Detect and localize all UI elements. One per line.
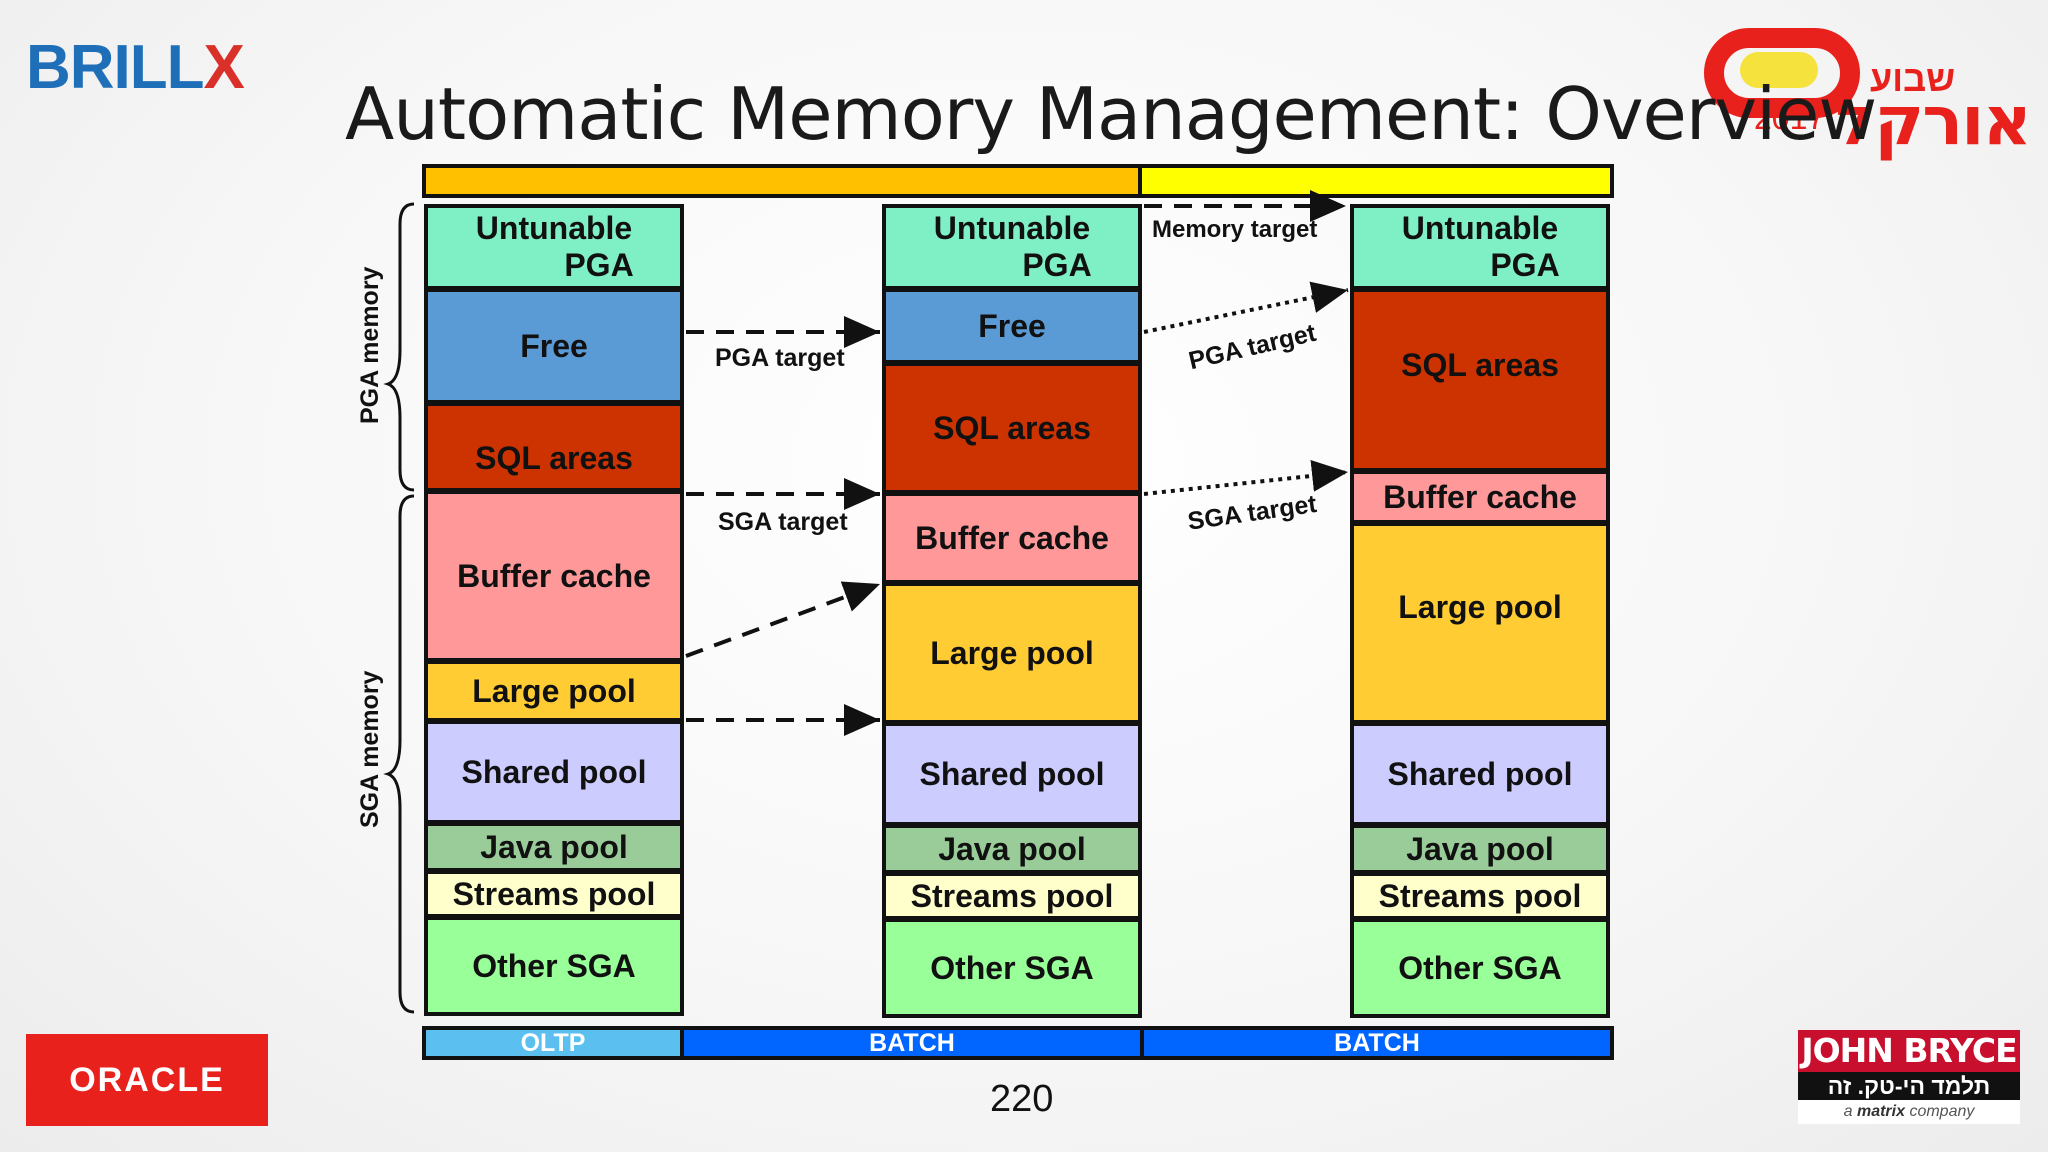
col2-other-sga: Other SGA [882,918,1142,1018]
brillix-logo: BRILLX [26,32,245,103]
col1-other-sga: Other SGA [424,916,684,1016]
john-bryce-logo: JOHN BRYCE תלמד הי-טק. זה עובד! a matrix… [1798,1030,2020,1127]
pga-target-label: PGA target [715,344,845,372]
pga-target-arrow-2 [1143,281,1349,334]
memory-braces [383,202,415,1014]
col3-other-sga: Other SGA [1350,918,1610,1018]
col1-java-pool: Java pool [424,822,684,872]
col2-shared-pool: Shared pool [882,722,1142,826]
sga-target-arrow-2 [1143,459,1349,496]
sga-brace [383,494,415,1014]
col1-free: Free [424,288,684,404]
col3-buffer-cache: Buffer cache [1350,470,1610,524]
slide-title: Automatic Memory Management: Overview [345,72,1877,156]
brillix-logo-text: BRILL [26,33,205,102]
workload-batch-1: BATCH [680,1026,1144,1060]
workload-batch-2: BATCH [1140,1026,1614,1060]
col2-buffer-cache: Buffer cache [882,492,1142,584]
top-bar-right [1138,164,1614,198]
top-bar-left [422,164,1142,198]
col3-shared-pool: Shared pool [1350,722,1610,826]
large-pool-arrow [685,581,881,658]
john-bryce-sub: a matrix company [1843,1103,1975,1120]
conference-year: 2017 [1754,100,1826,136]
workload-oltp: OLTP [422,1026,684,1060]
conference-name-line1: שבוע [1870,58,1956,99]
page-number: 220 [990,1078,1054,1120]
john-bryce-name: JOHN BRYCE [1798,1030,2020,1072]
john-bryce-tagline: תלמד הי-טק. זה עובד! [1798,1072,2020,1127]
col1-buffer-cache: Buffer cache [424,490,684,662]
pga-brace [383,202,415,492]
oracle-logo: ORACLE [26,1034,268,1126]
conference-name-line2: אורקל [1835,82,2032,161]
sga-target-label: SGA target [718,508,848,536]
col2-free: Free [882,288,1142,364]
memory-target-label: Memory target [1152,216,1318,243]
brillix-logo-x: X [203,33,245,102]
conference-logo-dot [1740,52,1818,88]
col2-sql-areas: SQL areas [882,362,1142,494]
col1-streams-pool: Streams pool [424,870,684,918]
